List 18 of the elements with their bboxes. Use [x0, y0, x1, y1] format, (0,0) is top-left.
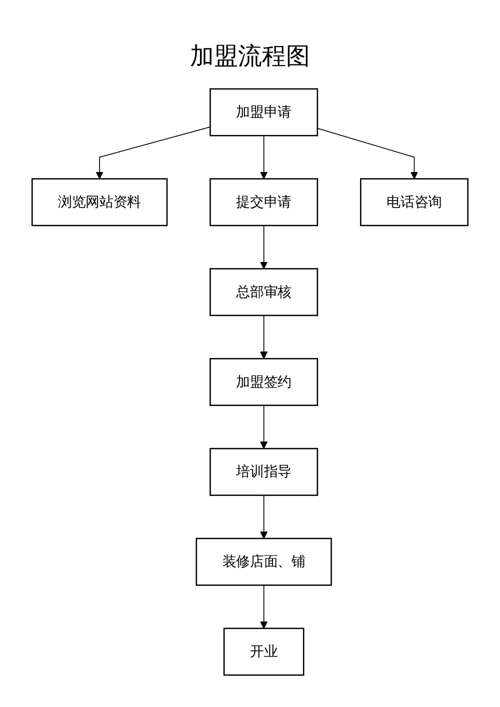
node-box: 培训指导: [210, 448, 318, 496]
node-box: 装修店面、铺: [196, 538, 332, 586]
node-box: 加盟签约: [210, 358, 318, 406]
arrow: [260, 135, 268, 180]
node-box: 开业: [223, 628, 304, 676]
arrow: [260, 584, 268, 629]
node-box: 提交申请: [210, 178, 318, 226]
arrow: [260, 404, 268, 449]
node-box: 总部审核: [210, 268, 318, 316]
node-box: 浏览网站资料: [31, 178, 168, 226]
arrow: [260, 225, 268, 270]
arrow: [260, 494, 268, 539]
node-box: 加盟申请: [210, 88, 318, 136]
arrow: [96, 126, 211, 180]
node-box: 电话咨询: [360, 178, 469, 226]
arrow: [260, 315, 268, 359]
diagram-title: 加盟流程图: [189, 41, 311, 72]
arrow: [317, 128, 418, 180]
